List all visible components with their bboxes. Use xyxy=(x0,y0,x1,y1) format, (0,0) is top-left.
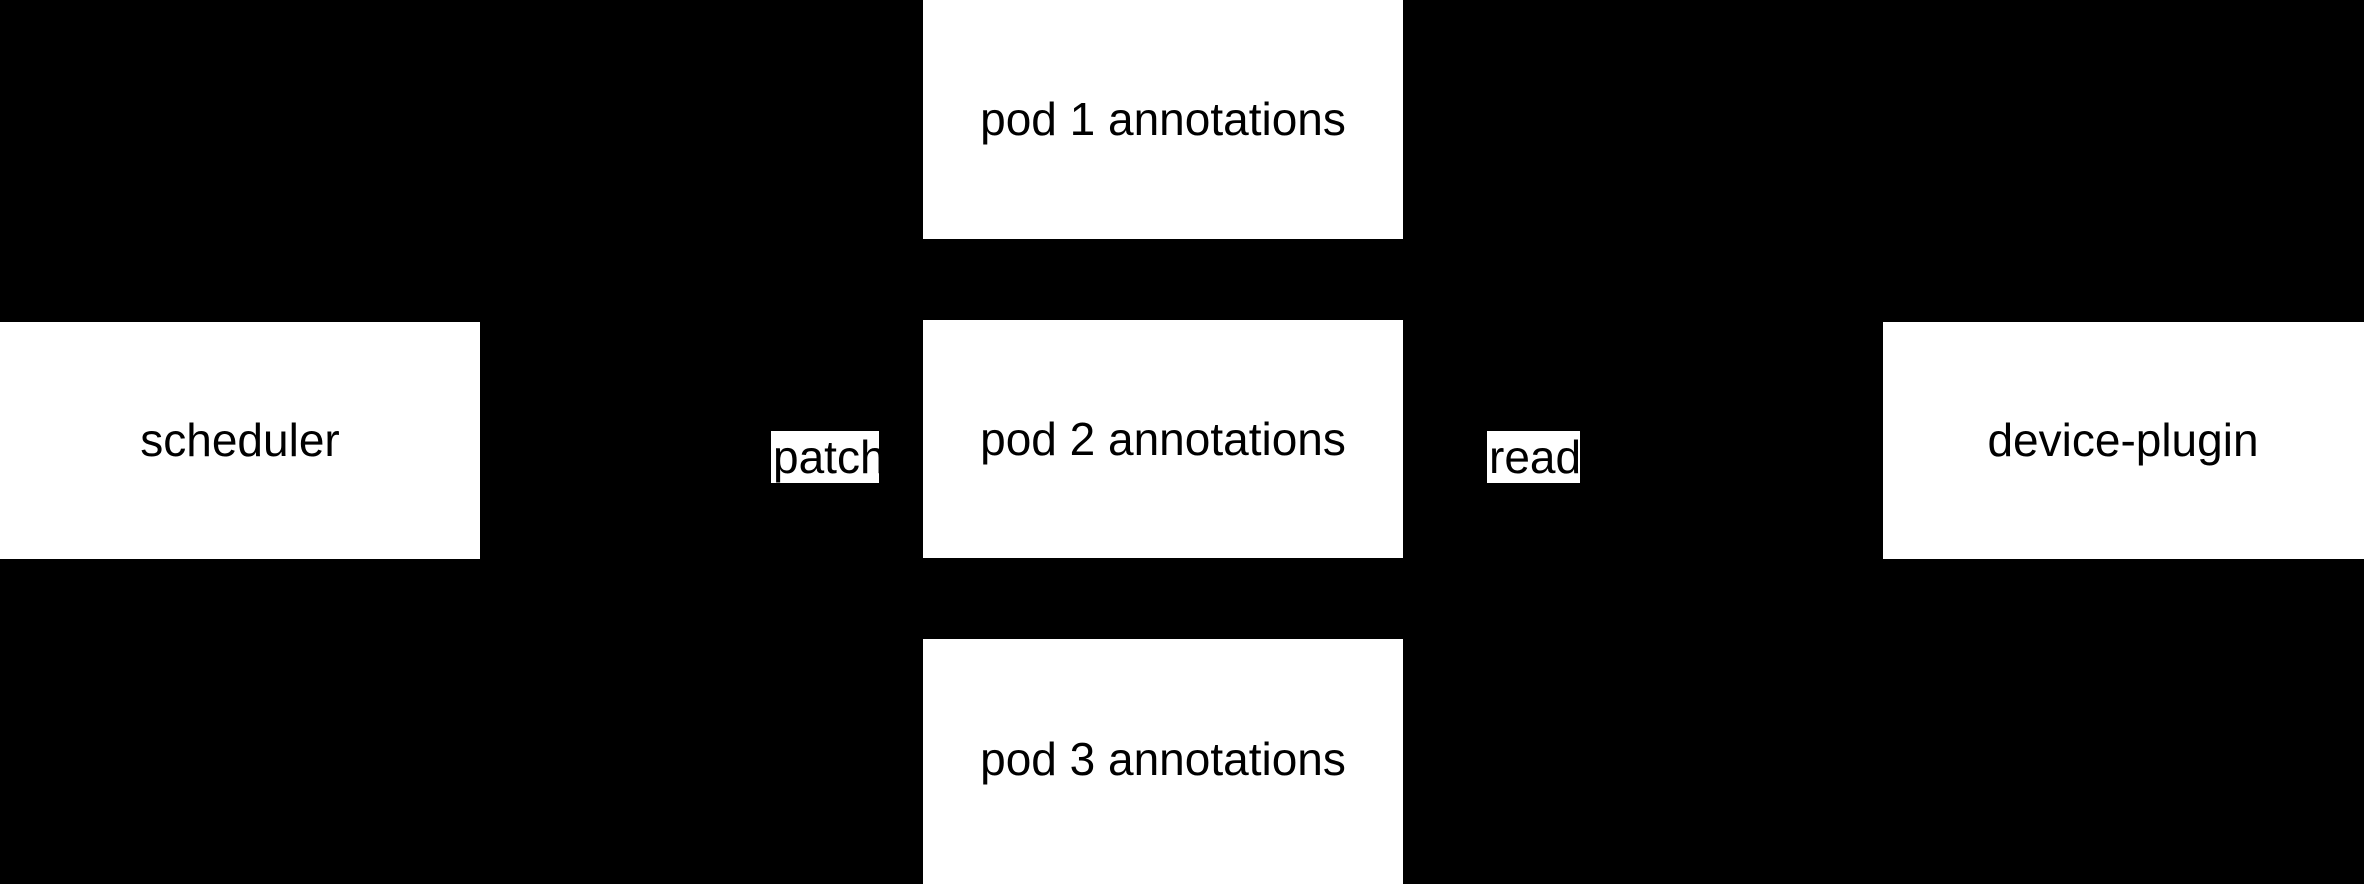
node-pod-2-annotations[interactable]: pod 2 annotations xyxy=(923,320,1403,558)
node-device-plugin[interactable]: device-plugin xyxy=(1883,322,2364,559)
edge-label-patch: patch xyxy=(771,431,886,483)
node-device-plugin-label: device-plugin xyxy=(1987,414,2259,467)
edge-scheduler-to-pod-annotations xyxy=(480,438,923,440)
edge-label-read: read xyxy=(1487,431,1582,483)
node-pod-1-annotations-label: pod 1 annotations xyxy=(980,93,1346,146)
node-pod-3-annotations-label: pod 3 annotations xyxy=(980,733,1346,786)
node-scheduler-label: scheduler xyxy=(140,414,340,467)
node-scheduler[interactable]: scheduler xyxy=(0,322,480,559)
edge-pod-annotations-to-device-plugin xyxy=(1403,438,1883,440)
node-pod-2-annotations-label: pod 2 annotations xyxy=(980,412,1346,465)
node-pod-3-annotations[interactable]: pod 3 annotations xyxy=(923,639,1403,884)
node-pod-1-annotations[interactable]: pod 1 annotations xyxy=(923,0,1403,239)
